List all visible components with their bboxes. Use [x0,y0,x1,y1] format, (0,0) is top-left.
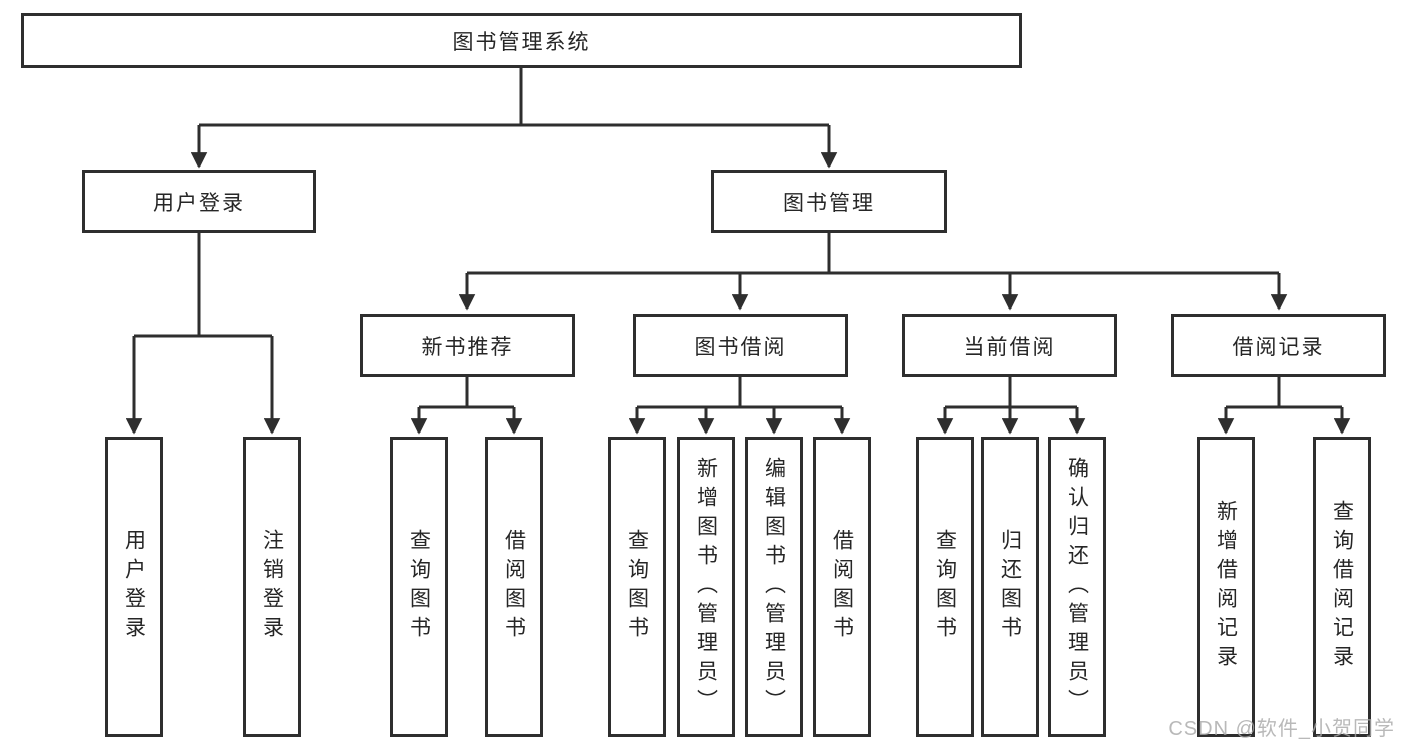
leaf-add-books-admin: 新增图书（管理员） [677,437,735,737]
trunk-new-book-recommend [419,377,514,409]
leaf-borrow-books-recommend: 借阅图书 [485,437,543,737]
node-book-management: 图书管理 [711,170,947,233]
node-book-borrowing: 图书借阅 [633,314,848,377]
trunk-user-login [134,233,272,338]
leaf-confirm-return-admin: 确认归还（管理员） [1048,437,1106,737]
leaf-return-books: 归还图书 [981,437,1039,737]
leaf-label: 新增图书（管理员） [694,456,718,718]
node-root: 图书管理系统 [21,13,1022,68]
leaf-label: 归还图书 [998,529,1022,645]
trunk-root [199,68,829,127]
trunk-book-management [467,233,1279,275]
leaf-query-borrow-record: 查询借阅记录 [1313,437,1371,737]
node-user-login: 用户登录 [82,170,316,233]
leaf-edit-books-admin: 编辑图书（管理员） [745,437,803,737]
trunk-borrowing-records [1226,377,1342,409]
trunk-current-borrowing [945,377,1077,409]
leaf-label: 查询图书 [407,529,431,645]
leaf-label: 借阅图书 [502,529,526,645]
leaf-label: 确认归还（管理员） [1065,456,1089,718]
node-new-book-recommend: 新书推荐 [360,314,575,377]
node-current-borrowing: 当前借阅 [902,314,1117,377]
leaf-label: 编辑图书（管理员） [762,456,786,718]
leaf-label: 查询图书 [933,529,957,645]
watermark: CSDN @软件_小贺同学 [1168,718,1395,740]
leaf-query-books-current: 查询图书 [916,437,974,737]
leaf-label: 查询借阅记录 [1330,500,1354,674]
trunk-book-borrowing [637,377,842,409]
leaf-logout: 注销登录 [243,437,301,737]
leaf-label: 新增借阅记录 [1214,500,1238,674]
leaf-borrow-books: 借阅图书 [813,437,871,737]
leaf-query-books-borrowing: 查询图书 [608,437,666,737]
leaf-label: 借阅图书 [830,529,854,645]
leaf-query-books-recommend: 查询图书 [390,437,448,737]
leaf-user-login: 用户登录 [105,437,163,737]
leaf-label: 用户登录 [122,529,146,645]
leaf-add-borrow-record: 新增借阅记录 [1197,437,1255,737]
leaf-label: 查询图书 [625,529,649,645]
leaf-label: 注销登录 [260,529,284,645]
node-borrowing-records: 借阅记录 [1171,314,1386,377]
connectors [125,68,1351,435]
